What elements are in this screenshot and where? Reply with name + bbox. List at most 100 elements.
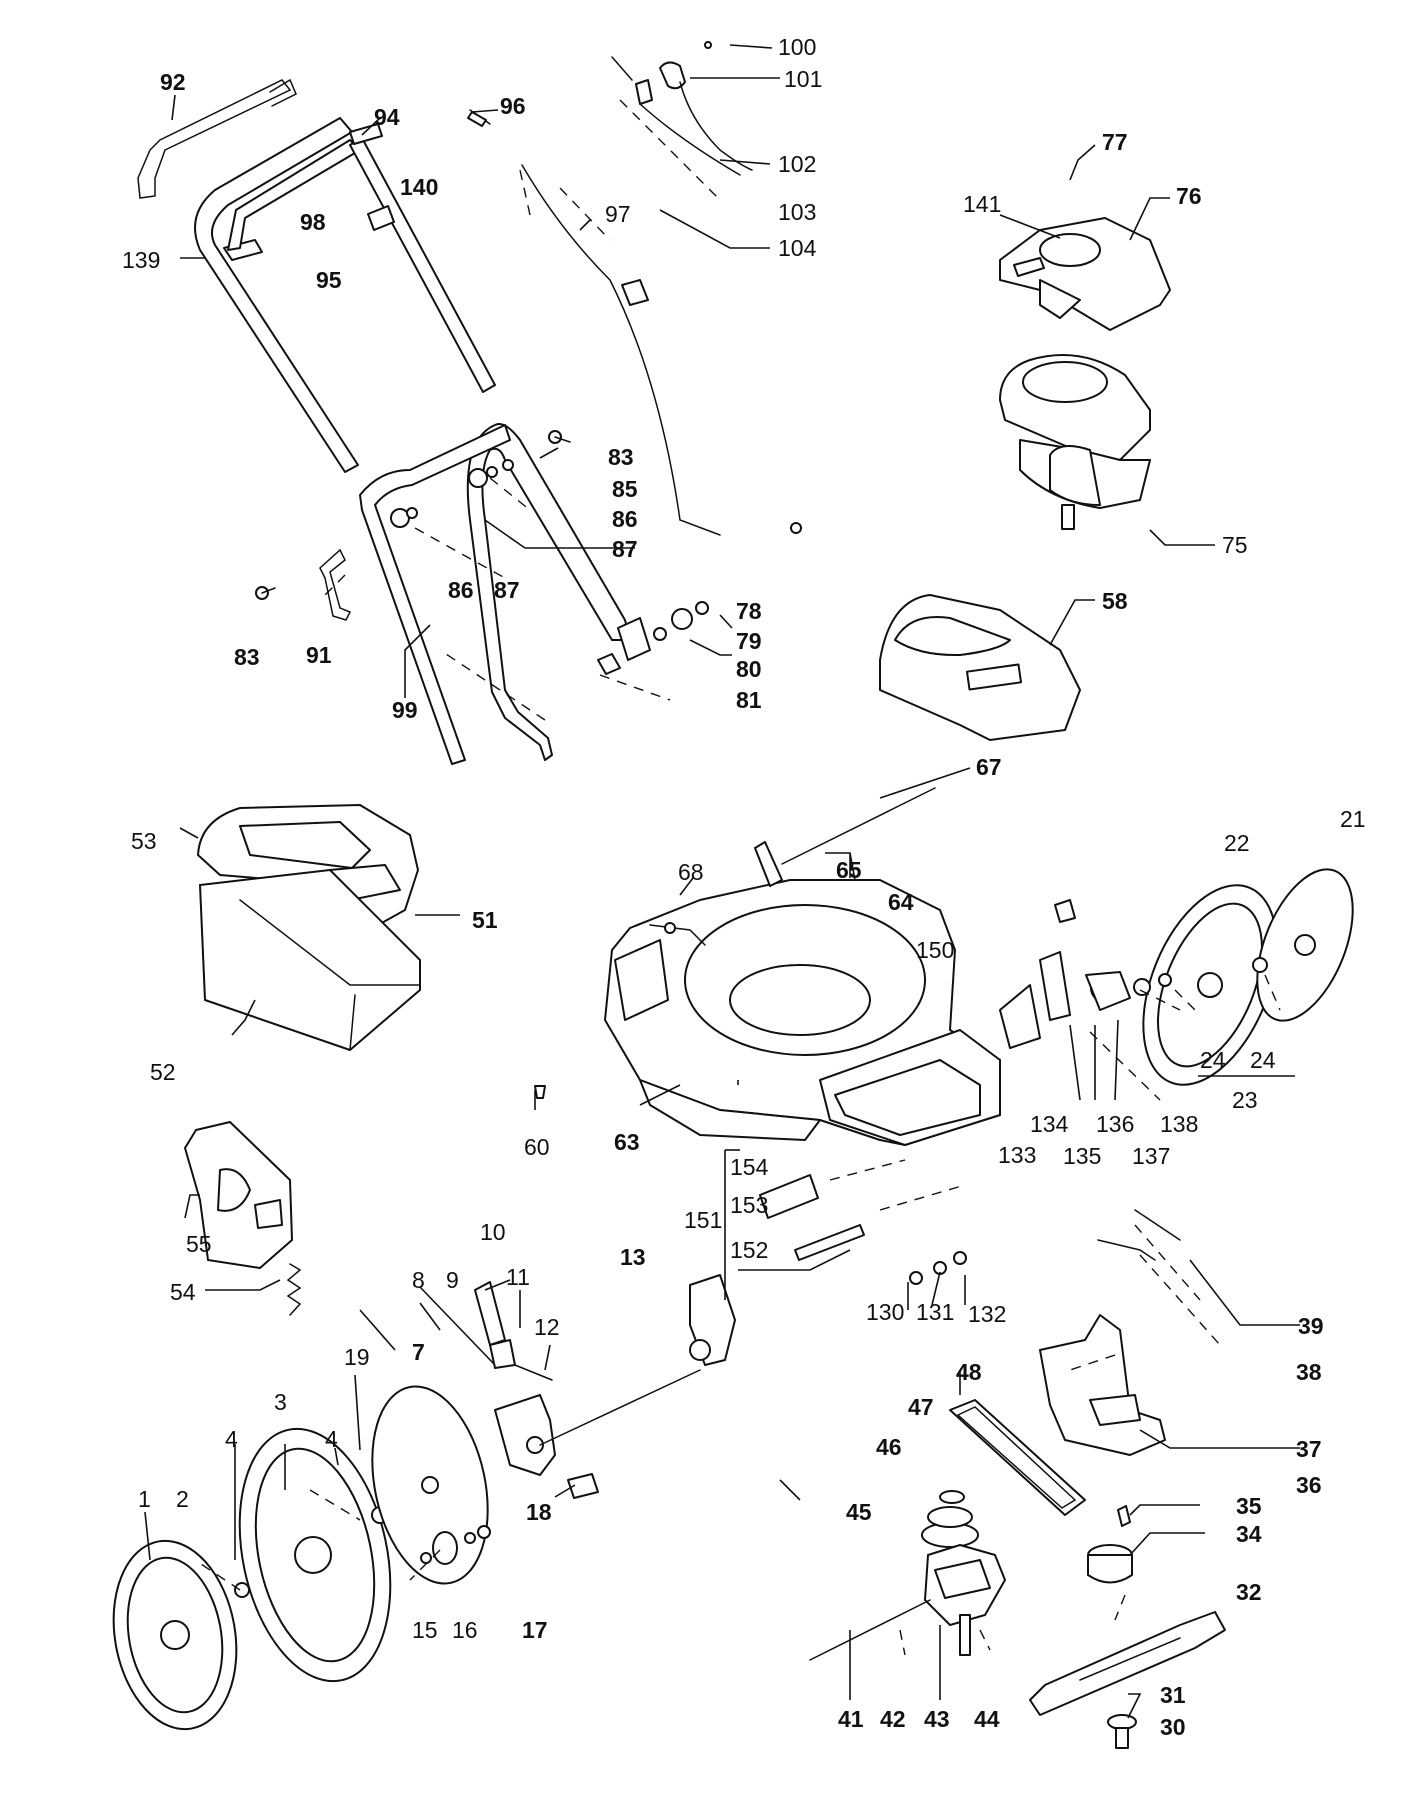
pinion-gear-15-17	[420, 1525, 491, 1565]
label-44: 44	[974, 1706, 1000, 1732]
cutting-height-plates-38-39	[1097, 1209, 1181, 1261]
label-68: 68	[678, 859, 704, 885]
label-83b: 83	[234, 644, 260, 670]
nuts-washers-130-132	[909, 1251, 967, 1285]
label-31: 31	[1160, 1682, 1186, 1708]
part-labels: 92 94 140 98 95 139 96 100 101 102 103 1…	[122, 34, 1366, 1740]
label-35: 35	[1236, 1493, 1262, 1519]
label-134: 134	[1030, 1111, 1069, 1137]
label-64: 64	[888, 889, 914, 915]
engine-cover-76	[999, 217, 1171, 331]
label-17: 17	[522, 1617, 548, 1643]
handle-bolts-83	[255, 430, 571, 600]
label-36: 36	[1296, 1472, 1322, 1498]
label-52: 52	[150, 1059, 176, 1085]
label-63: 63	[614, 1129, 640, 1155]
label-86b: 86	[448, 577, 474, 603]
label-58: 58	[1102, 588, 1128, 614]
label-133: 133	[998, 1142, 1036, 1168]
label-103: 103	[778, 199, 816, 225]
label-100: 100	[778, 34, 816, 60]
label-95: 95	[316, 267, 342, 293]
front-axle-bracket-13	[494, 1274, 736, 1499]
label-104: 104	[778, 235, 817, 261]
blade-bolt-30-31	[1107, 1714, 1137, 1749]
label-1: 1	[138, 1486, 151, 1512]
label-65: 65	[836, 857, 862, 883]
label-87b: 87	[494, 577, 520, 603]
transmission-gearbox	[809, 1544, 1006, 1661]
label-47: 47	[908, 1394, 934, 1420]
label-30: 30	[1160, 1714, 1186, 1740]
rear-axle-rod-67	[781, 787, 936, 865]
label-86a: 86	[612, 506, 638, 532]
label-132: 132	[968, 1301, 1006, 1327]
label-78: 78	[736, 598, 762, 624]
label-91: 91	[306, 642, 332, 668]
drive-belt-48	[949, 1399, 1086, 1516]
label-130: 130	[866, 1299, 904, 1325]
label-99: 99	[392, 697, 418, 723]
label-38: 38	[1296, 1359, 1322, 1385]
label-101: 101	[784, 66, 822, 92]
label-137: 137	[1132, 1143, 1170, 1169]
label-3: 3	[274, 1389, 287, 1415]
label-75: 75	[1222, 532, 1248, 558]
label-141: 141	[963, 191, 1001, 217]
label-151: 151	[684, 1207, 722, 1233]
label-24a: 24	[1200, 1047, 1226, 1073]
lower-handle-99	[359, 423, 651, 765]
label-135: 135	[1063, 1143, 1101, 1169]
hubcap-left-1	[112, 1539, 238, 1731]
label-136: 136	[1096, 1111, 1134, 1137]
label-152: 152	[730, 1237, 768, 1263]
label-48: 48	[956, 1359, 982, 1385]
label-10: 10	[480, 1219, 506, 1245]
leader-lines	[144, 44, 1300, 1719]
label-7: 7	[412, 1339, 425, 1365]
drive-pulley-disc-19	[371, 1385, 489, 1585]
screw-60	[534, 1085, 546, 1099]
label-98: 98	[300, 209, 326, 235]
lever-bracket-8-12	[474, 1281, 553, 1381]
engine-75	[999, 354, 1151, 530]
label-76: 76	[1176, 183, 1202, 209]
label-102: 102	[778, 151, 816, 177]
rear-flap-152-154	[759, 1174, 865, 1261]
label-77: 77	[1102, 129, 1128, 155]
label-16: 16	[452, 1617, 478, 1643]
label-23: 23	[1232, 1087, 1258, 1113]
cutting-blade-32	[1029, 1611, 1226, 1716]
label-154: 154	[730, 1154, 769, 1180]
label-21: 21	[1340, 806, 1366, 832]
label-42: 42	[880, 1706, 906, 1732]
label-150: 150	[916, 937, 954, 963]
grass-bag-52	[199, 869, 421, 1051]
label-60: 60	[524, 1134, 550, 1160]
clip-91	[319, 548, 352, 621]
label-97: 97	[605, 201, 631, 227]
label-12: 12	[534, 1314, 560, 1340]
label-83a: 83	[608, 444, 634, 470]
label-13: 13	[620, 1244, 646, 1270]
upper-handle-bar	[194, 117, 359, 473]
label-153: 153	[730, 1192, 768, 1218]
label-85: 85	[612, 476, 638, 502]
label-41: 41	[838, 1706, 864, 1732]
label-22: 22	[1224, 830, 1250, 856]
label-55: 55	[186, 1231, 212, 1257]
label-39: 39	[1298, 1313, 1324, 1339]
label-2: 2	[176, 1486, 189, 1512]
wheel-left-3	[238, 1427, 392, 1683]
rear-wheel-right-22	[1142, 884, 1278, 1086]
label-15: 15	[412, 1617, 438, 1643]
label-80: 80	[736, 656, 762, 682]
label-94: 94	[374, 104, 400, 130]
label-92: 92	[160, 69, 186, 95]
label-18: 18	[526, 1499, 552, 1525]
label-87a: 87	[612, 536, 638, 562]
label-45: 45	[846, 1499, 872, 1525]
label-54: 54	[170, 1279, 196, 1305]
bail-lever-92	[137, 78, 297, 199]
label-4b: 4	[325, 1426, 338, 1452]
